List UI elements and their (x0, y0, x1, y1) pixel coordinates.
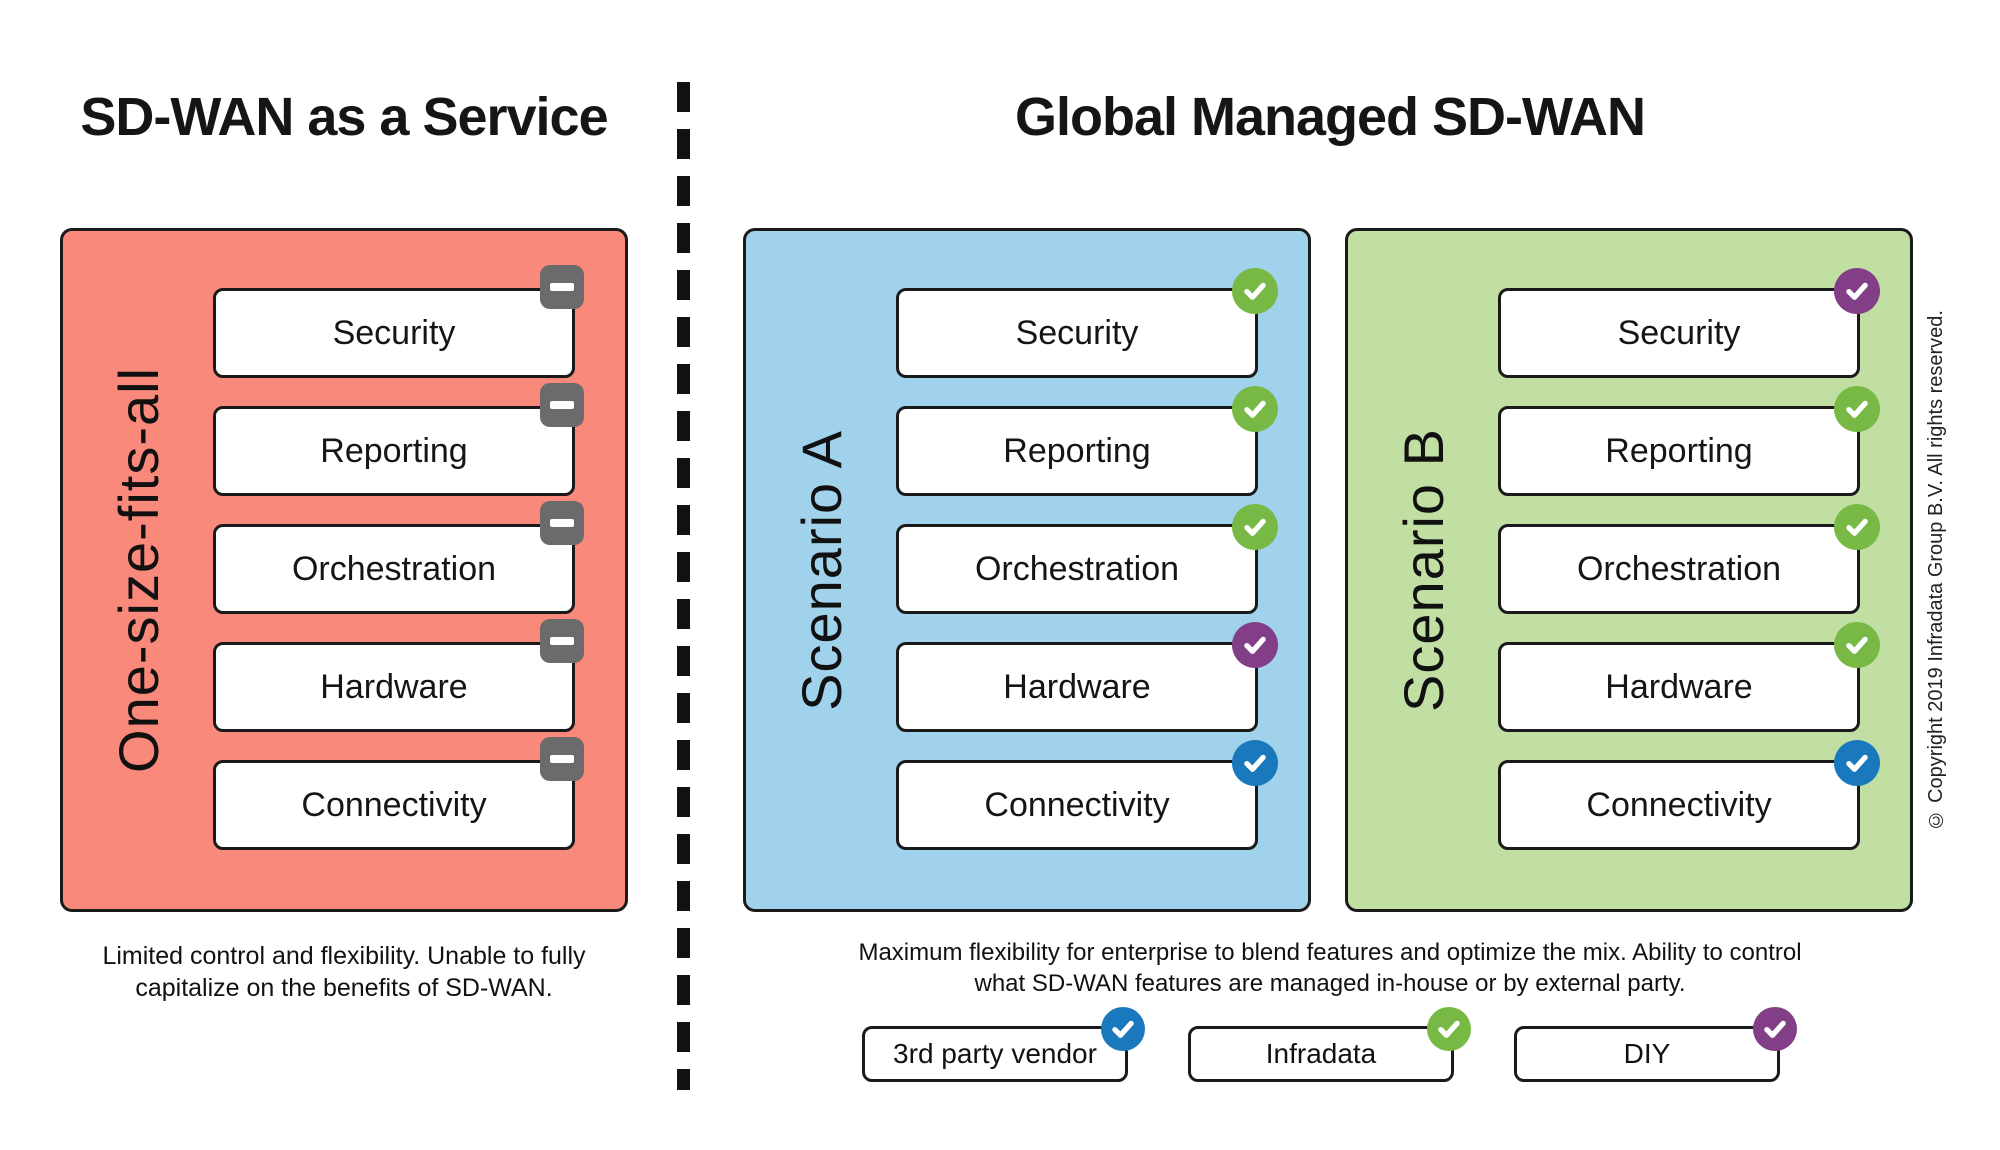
panel-one-size-fits-all: One-size-fits-all Security Reporting Orc… (60, 228, 628, 912)
status-badge (1834, 386, 1880, 432)
left-section-title: SD-WAN as a Service (80, 87, 608, 147)
feature-label: Security (332, 313, 456, 352)
check-icon (1846, 518, 1868, 536)
feature-box-orchestration: Orchestration (1498, 504, 1880, 614)
status-badge (1232, 622, 1278, 668)
feature-box-list: Security Reporting Orchestration (896, 268, 1278, 850)
legend-label: 3rd party vendor (893, 1038, 1097, 1069)
feature-box-security: Security (1498, 268, 1880, 378)
panel-label-text: One-size-fits-all (106, 367, 170, 773)
status-badge (1834, 268, 1880, 314)
panel-label-scenario-a: Scenario A (746, 231, 896, 909)
feature-label: Hardware (320, 667, 468, 706)
legend-label: DIY (1623, 1038, 1671, 1069)
legend-item-diy: DIY (1514, 1007, 1797, 1082)
copyright-notice: © Copyright 2019 Infradata Group B.V. Al… (1916, 228, 1956, 912)
check-icon (1244, 282, 1266, 300)
feature-box-connectivity: Connectivity (213, 737, 584, 850)
feature-box-reporting: Reporting (1498, 386, 1880, 496)
feature-label: Reporting (320, 431, 468, 470)
feature-label: Connectivity (301, 785, 487, 824)
panel-label-text: Scenario A (789, 429, 853, 711)
check-icon (1846, 400, 1868, 418)
minus-icon (550, 283, 574, 291)
panel-label-one-size-fits-all: One-size-fits-all (63, 231, 213, 909)
dashed-divider (677, 82, 690, 1090)
legend: 3rd party vendor Infradata DIY (862, 1007, 1797, 1082)
feature-box-list: Security Reporting Orchestration (1498, 268, 1880, 850)
check-icon (1846, 282, 1868, 300)
feature-label: Connectivity (1586, 785, 1772, 824)
status-badge (1232, 504, 1278, 550)
feature-label: Hardware (1003, 667, 1151, 706)
status-badge (1427, 1007, 1471, 1051)
check-icon (1244, 754, 1266, 772)
status-badge (540, 383, 584, 427)
feature-label: Hardware (1605, 667, 1753, 706)
minus-icon (550, 755, 574, 763)
status-badge (1834, 504, 1880, 550)
legend-item-infradata: Infradata (1188, 1007, 1471, 1082)
feature-label: Security (1617, 313, 1741, 352)
feature-box-hardware: Hardware (896, 622, 1278, 732)
feature-label: Orchestration (291, 549, 497, 588)
status-badge (1834, 740, 1880, 786)
right-section-title: Global Managed SD-WAN (1014, 87, 1646, 147)
status-badge (1232, 386, 1278, 432)
minus-icon (550, 519, 574, 527)
panel-label-scenario-b: Scenario B (1348, 231, 1498, 909)
feature-box-security: Security (213, 265, 584, 378)
status-badge (1753, 1007, 1797, 1051)
status-badge (1232, 268, 1278, 314)
left-caption: Limited control and flexibility. Unable … (102, 942, 586, 1002)
status-badge (540, 619, 584, 663)
check-icon (1764, 1020, 1786, 1038)
feature-box-orchestration: Orchestration (896, 504, 1278, 614)
panel-scenario-a: Scenario A Security Reporting Orchestrat… (743, 228, 1311, 912)
feature-box-connectivity: Connectivity (896, 740, 1278, 850)
status-badge (540, 501, 584, 545)
check-icon (1244, 518, 1266, 536)
feature-label: Orchestration (974, 549, 1180, 588)
check-icon (1244, 400, 1266, 418)
panel-label-text: Scenario B (1391, 428, 1455, 712)
minus-icon (550, 637, 574, 645)
legend-item-third-party-vendor: 3rd party vendor (862, 1007, 1145, 1082)
feature-label: Connectivity (984, 785, 1170, 824)
feature-box-reporting: Reporting (213, 383, 584, 496)
feature-box-orchestration: Orchestration (213, 501, 584, 614)
feature-box-hardware: Hardware (213, 619, 584, 732)
status-badge (540, 737, 584, 781)
legend-label: Infradata (1265, 1038, 1377, 1069)
feature-box-security: Security (896, 268, 1278, 378)
status-badge (1232, 740, 1278, 786)
check-icon (1846, 754, 1868, 772)
check-icon (1438, 1020, 1460, 1038)
right-caption: Maximum flexibility for enterprise to bl… (858, 939, 1802, 997)
feature-label: Reporting (1605, 431, 1753, 470)
check-icon (1244, 636, 1266, 654)
copyright-text: © Copyright 2019 Infradata Group B.V. Al… (1924, 309, 1947, 831)
minus-icon (550, 401, 574, 409)
check-icon (1112, 1020, 1134, 1038)
feature-box-reporting: Reporting (896, 386, 1278, 496)
feature-box-list: Security Reporting Orchestration (213, 265, 584, 850)
status-badge (1834, 622, 1880, 668)
feature-box-connectivity: Connectivity (1498, 740, 1880, 850)
status-badge (1101, 1007, 1145, 1051)
check-icon (1846, 636, 1868, 654)
panel-scenario-b: Scenario B Security Reporting Orchestrat… (1345, 228, 1913, 912)
feature-box-hardware: Hardware (1498, 622, 1880, 732)
feature-label: Security (1015, 313, 1139, 352)
feature-label: Reporting (1003, 431, 1151, 470)
feature-label: Orchestration (1576, 549, 1782, 588)
status-badge (540, 265, 584, 309)
